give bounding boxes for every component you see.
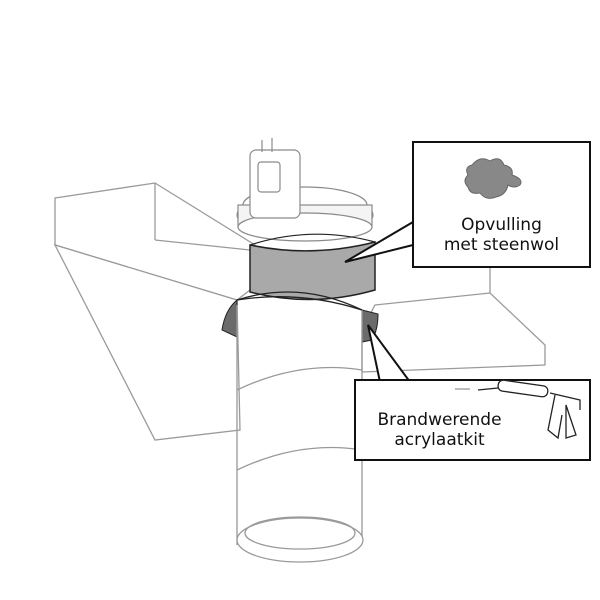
callout-acrylic-sealant-label: Brandwerende acrylaatkit (362, 410, 517, 450)
callout-stone-wool (344, 141, 591, 268)
caulking-gun-icon (455, 379, 581, 440)
stone-wool-icon (464, 158, 522, 199)
callout-stone-wool-label: Opvulling met steenwol (413, 215, 590, 255)
label-line: Brandwerende (377, 410, 502, 430)
label-line: met steenwol (443, 235, 560, 255)
fan-unit (236, 138, 374, 242)
duct-pipe (236, 296, 364, 563)
sealant-flange (221, 291, 379, 343)
label-line: Opvulling (461, 215, 542, 235)
ceiling-slab (53, 182, 546, 441)
stone-wool-collar (249, 233, 376, 301)
callout-acrylic-sealant (354, 324, 591, 461)
label-line: acrylaatkit (394, 430, 485, 450)
